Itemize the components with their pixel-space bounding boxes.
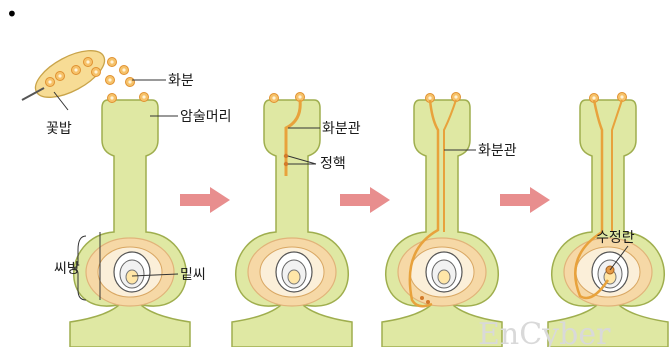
pistil-stage-1 xyxy=(70,93,190,347)
label-anther: 꽃밥 xyxy=(46,121,72,137)
pistil-stage-4 xyxy=(548,93,668,347)
label-fertilized-egg: 수정란 xyxy=(596,230,635,246)
pistil-stage-3 xyxy=(382,93,502,347)
arrow-right-icon xyxy=(500,187,550,213)
label-stigma: 암술머리 xyxy=(180,109,232,125)
label-ovule: 밑씨 xyxy=(180,267,206,283)
label-pollen: 화분 xyxy=(168,73,194,89)
arrow-right-icon xyxy=(340,187,390,213)
label-sperm: 정핵 xyxy=(320,156,346,172)
arrow-right-icon xyxy=(180,187,230,213)
watermark-text: EnCyber xyxy=(478,317,611,347)
label-pollen-tube-2: 화분관 xyxy=(478,143,517,159)
label-pollen-tube-1: 화분관 xyxy=(322,121,361,137)
